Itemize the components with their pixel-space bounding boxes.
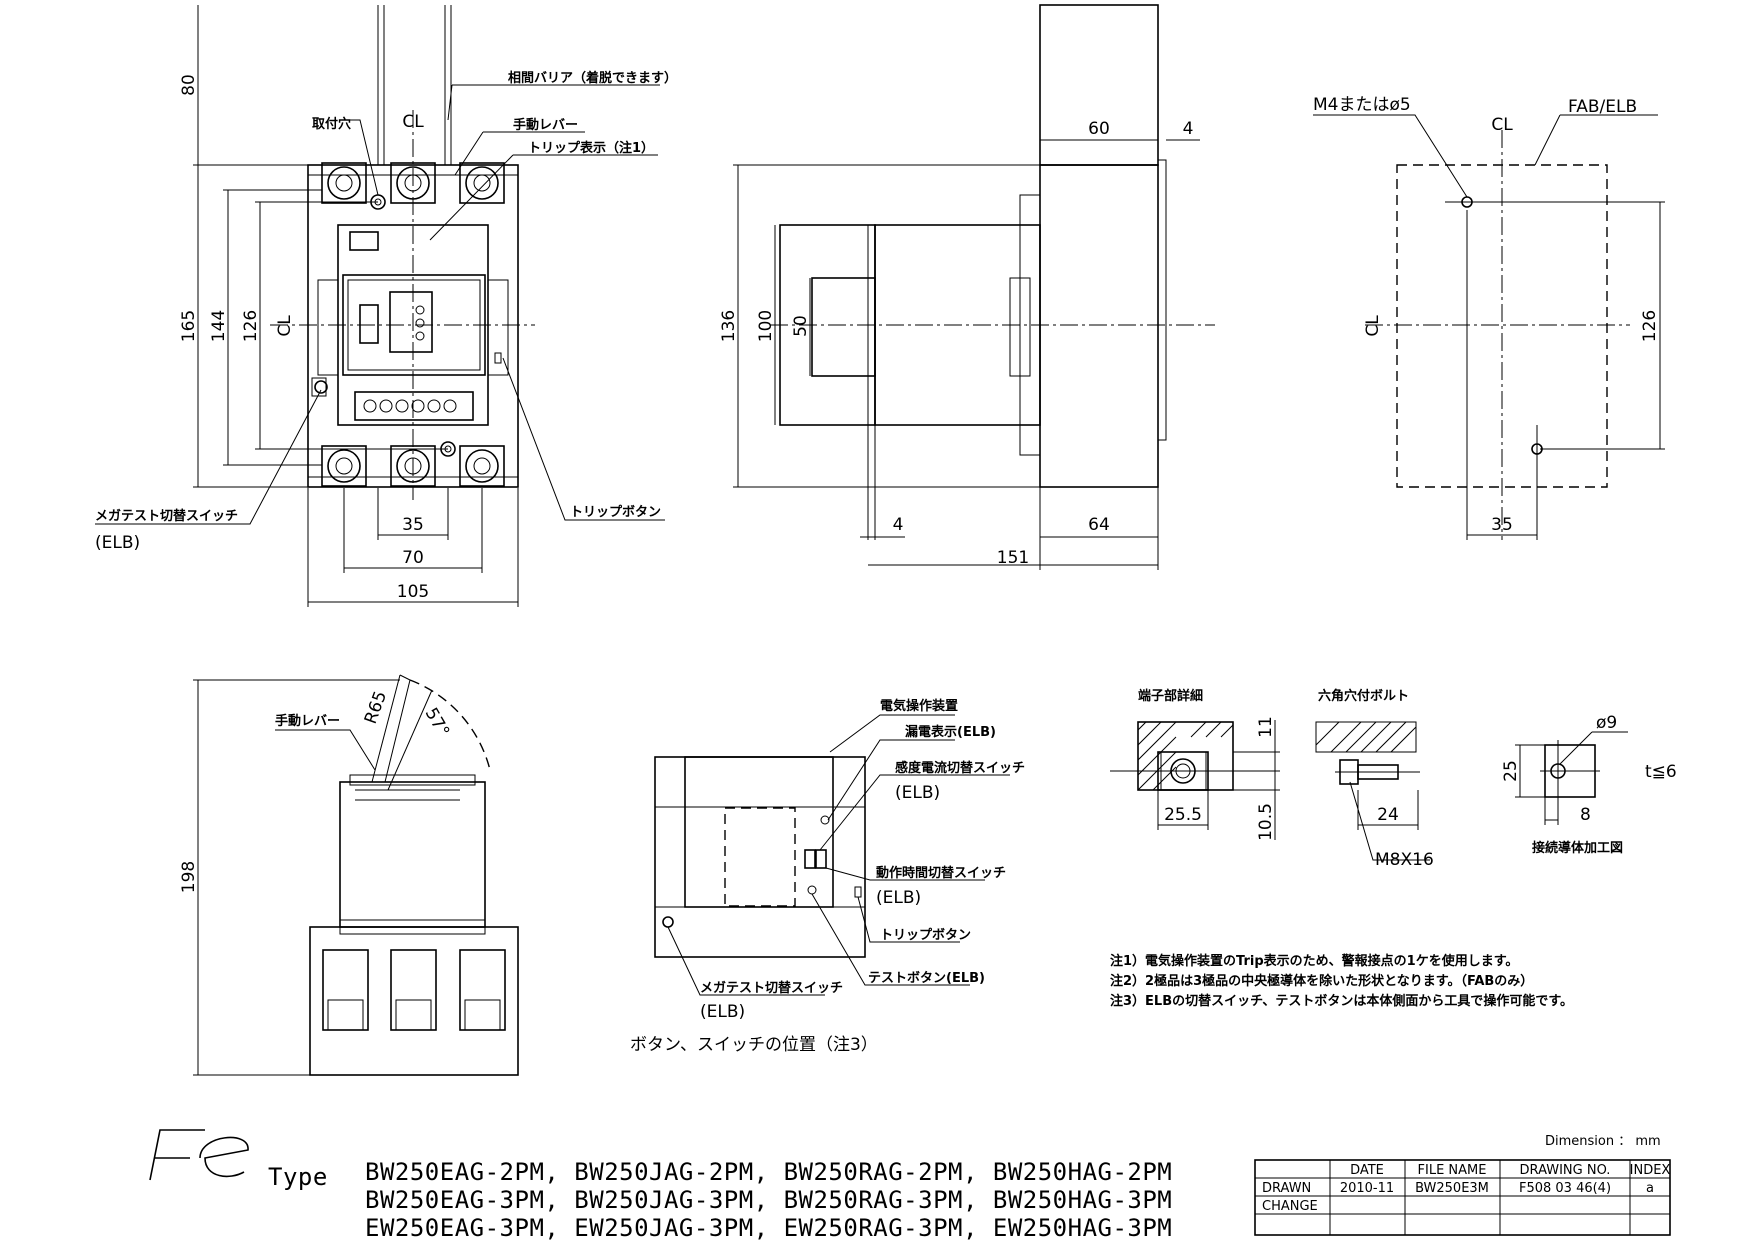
title-block: DATE FILE NAME DRAWING NO. INDEX DRAWN 2… [1254, 1159, 1671, 1236]
label-angle: 57° [421, 705, 453, 741]
tb-header-date: DATE [1350, 1163, 1384, 1178]
label-m8x16: M8X16 [1375, 850, 1434, 870]
cutout-centerline-h: CL [1363, 315, 1383, 337]
dim-8: 8 [1580, 805, 1591, 825]
label-test-button: テストボタン(ELB) [868, 970, 985, 986]
caption-buttons: ボタン、スイッチの位置（注3） [630, 1035, 878, 1055]
title-bolt: 六角穴付ボルト [1318, 688, 1409, 704]
type-line-3: EW250EAG-3PM, EW250JAG-3PM, EW250RAG-3PM… [365, 1214, 1172, 1240]
type-line-1: BW250EAG-2PM, BW250JAG-2PM, BW250RAG-2PM… [365, 1158, 1172, 1186]
button-view: 電気操作装置 漏電表示(ELB) 感度電流切替スイッチ (ELB) 動作時間切替… [630, 698, 1025, 1055]
front-view: 80 165 144 126 CL CL 35 70 105 取付穴 相間バリア… [95, 5, 677, 607]
centerline-label-v: CL [402, 112, 424, 132]
label-operator: 電気操作装置 [880, 698, 958, 714]
dim-151: 151 [997, 548, 1029, 568]
dim-11: 11 [1256, 716, 1276, 738]
label-r65: R65 [361, 688, 391, 726]
dim-t: t≦6 [1645, 762, 1677, 782]
dim-126: 126 [241, 310, 261, 342]
tb-drawn-file: BW250E3M [1415, 1181, 1489, 1196]
label-megatest-switch: メガテスト切替スイッチ [95, 508, 238, 524]
tb-header-index: INDEX [1630, 1163, 1671, 1178]
dim-25: 25 [1501, 760, 1521, 782]
dim-64: 64 [1088, 515, 1110, 535]
tb-header-drawing: DRAWING NO. [1520, 1163, 1611, 1178]
notes: 注1）電気操作装置のTrip表示のため、警報接点の1ケを使用します。 注2）2極… [1110, 953, 1573, 1009]
dim-50: 50 [791, 315, 811, 337]
logo: Fe [149, 1129, 249, 1181]
dim-25-5: 25.5 [1164, 805, 1202, 825]
label-manual-lever: 手動レバー [513, 117, 578, 133]
centerline-label-h: CL [275, 315, 295, 337]
dim-100: 100 [756, 310, 776, 342]
label-manual-lever-2: 手動レバー [275, 713, 340, 729]
label-fab-elb: FAB/ELB [1568, 97, 1637, 117]
label-barrier: 相間バリア（着脱できます） [508, 70, 677, 86]
label-trip-button: トリップボタン [570, 504, 661, 520]
tb-drawn-index: a [1646, 1181, 1654, 1196]
dim-105: 105 [397, 582, 429, 602]
dim-10-5: 10.5 [1256, 803, 1276, 841]
label-m4: M4またはø5 [1313, 95, 1411, 115]
label-trip-button-2: トリップボタン [880, 927, 971, 943]
tb-change-label: CHANGE [1262, 1199, 1318, 1214]
label-megatest-2: メガテスト切替スイッチ [700, 980, 843, 996]
cutout-dim-35: 35 [1491, 515, 1513, 535]
dim-60: 60 [1088, 119, 1110, 139]
note-1: 注1）電気操作装置のTrip表示のため、警報接点の1ケを使用します。 [1110, 953, 1518, 969]
type-line-2: BW250EAG-3PM, BW250JAG-3PM, BW250RAG-3PM… [365, 1186, 1172, 1214]
cutout-centerline-v: CL [1491, 115, 1513, 135]
dim-35: 35 [402, 515, 424, 535]
caption-conductor: 接続導体加工図 [1532, 840, 1623, 856]
dim-phi9: ø9 [1596, 713, 1617, 733]
dim-4-bottom: 4 [893, 515, 904, 535]
label-leak-indicator: 漏電表示(ELB) [905, 724, 996, 740]
dim-4-top: 4 [1183, 119, 1194, 139]
label-time-switch: 動作時間切替スイッチ [876, 865, 1006, 881]
cutout-dim-126: 126 [1640, 310, 1660, 342]
label-trip-indicator: トリップ表示（注1） [528, 140, 654, 156]
terminal-detail: 端子部詳細 11 25.5 10.5 [1110, 688, 1280, 841]
dim-165: 165 [179, 310, 199, 342]
label-sensitivity-switch: 感度電流切替スイッチ [895, 760, 1025, 776]
type-label: Type [268, 1163, 328, 1191]
dim-144: 144 [209, 310, 229, 342]
dim-136: 136 [719, 310, 739, 342]
side-view: 60 4 136 100 50 4 64 151 [719, 4, 1215, 570]
label-elb-2: (ELB) [876, 888, 921, 908]
dimension-unit: Dimension ： mm [1545, 1134, 1661, 1149]
note-2: 注2）2極品は3極品の中央極導体を除いた形状となります。（FABのみ） [1110, 973, 1533, 989]
conductor-detail: ø9 25 t≦6 8 接続導体加工図 [1501, 713, 1677, 856]
lever-view: 198 手動レバー R65 57° [179, 674, 519, 1076]
tb-drawn-label: DRAWN [1262, 1181, 1311, 1196]
dim-24: 24 [1377, 805, 1399, 825]
dim-70: 70 [402, 548, 424, 568]
label-mount-hole: 取付穴 [312, 116, 351, 132]
dim-80: 80 [179, 74, 199, 96]
note-3: 注3）ELBの切替スイッチ、テストボタンは本体側面から工具で操作可能です。 [1110, 993, 1573, 1009]
label-elb: (ELB) [95, 533, 140, 553]
panel-cutout: M4またはø5 FAB/ELB 126 35 CL CL [1313, 95, 1665, 540]
bolt-detail: 六角穴付ボルト 24 M8X16 [1315, 688, 1434, 870]
label-elb-3: (ELB) [700, 1002, 745, 1022]
tb-header-file: FILE NAME [1418, 1163, 1487, 1178]
tb-drawn-date: 2010-11 [1340, 1181, 1394, 1196]
title-terminal: 端子部詳細 [1138, 688, 1203, 704]
tb-drawn-drawing: F508 03 46(4) [1519, 1181, 1611, 1196]
dim-198: 198 [179, 861, 199, 893]
label-elb-1: (ELB) [895, 783, 940, 803]
